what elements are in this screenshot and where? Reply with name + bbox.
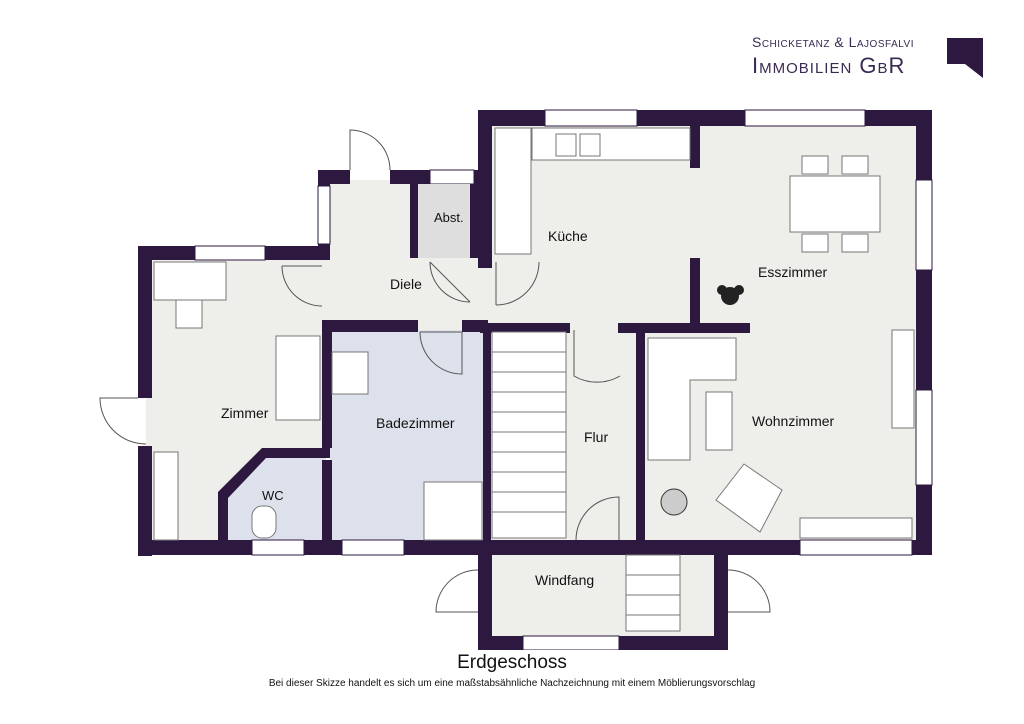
- sideboard: [891, 329, 915, 429]
- label-wohnzimmer: Wohnzimmer: [752, 413, 835, 429]
- company-logo: Schicketanz & Lajosfalvi Immobilien GbR: [752, 34, 992, 84]
- wardrobe: [153, 451, 179, 541]
- corner-sofa: [647, 337, 737, 461]
- coffee-table: [705, 391, 733, 451]
- label-zimmer: Zimmer: [221, 405, 269, 421]
- armchair: [715, 463, 783, 533]
- sink-right: [579, 133, 601, 157]
- company-subtitle: Immobilien GbR: [752, 53, 906, 78]
- furniture: [153, 127, 915, 632]
- chair: [841, 155, 869, 175]
- entry-stairs: [625, 554, 681, 632]
- windows: [194, 109, 933, 650]
- label-kueche: Küche: [548, 228, 588, 244]
- disclaimer-text: Bei dieser Skizze handelt es sich um ein…: [268, 678, 756, 689]
- desk: [153, 261, 227, 301]
- sink-left: [555, 133, 577, 157]
- label-badezimmer: Badezimmer: [376, 415, 455, 431]
- chair: [801, 233, 829, 253]
- company-name: Schicketanz & Lajosfalvi: [752, 34, 915, 50]
- staircase: [491, 331, 567, 539]
- sofa-small: [275, 335, 321, 421]
- storage-room: [418, 184, 470, 258]
- shower: [423, 481, 483, 541]
- washbasin: [331, 351, 369, 395]
- plant-icon: [660, 285, 744, 516]
- label-diele: Diele: [390, 276, 422, 292]
- logo-mark-icon: [947, 38, 983, 78]
- toilet: [251, 505, 277, 539]
- label-esszimmer: Esszimmer: [758, 264, 828, 280]
- label-flur: Flur: [584, 429, 608, 445]
- chair: [841, 233, 869, 253]
- label-wc: WC: [262, 488, 284, 503]
- label-abst: Abst.: [434, 210, 464, 225]
- dining-table: [789, 175, 881, 233]
- desk-chair: [175, 299, 203, 329]
- doors: [99, 129, 771, 613]
- floor-plan: Küche Esszimmer Abst. Diele Zimmer Badez…: [99, 109, 933, 650]
- tv-bench: [799, 517, 913, 539]
- stair-lines: [492, 351, 680, 616]
- chair: [801, 155, 829, 175]
- floor-title: Erdgeschoss: [457, 652, 567, 673]
- label-windfang: Windfang: [535, 572, 594, 588]
- kitchen-counter: [494, 127, 532, 255]
